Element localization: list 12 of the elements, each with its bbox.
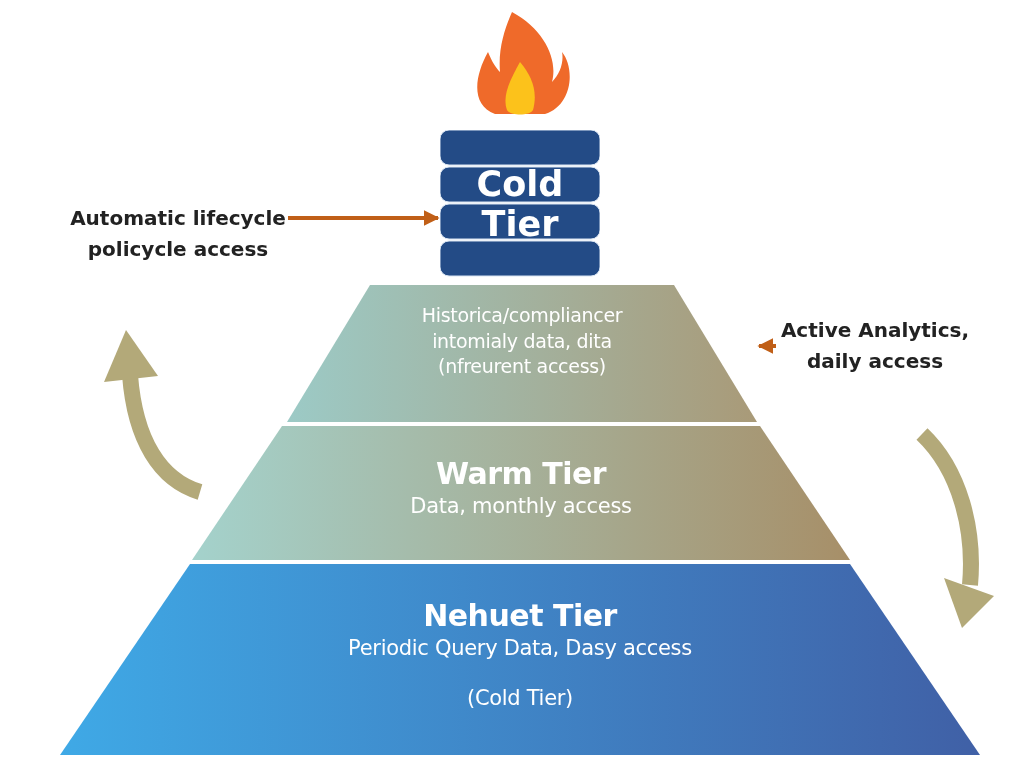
tier-description: Historica/compliancer intomialy data, dita (nfreurent access) — [420, 303, 624, 380]
arrow — [757, 338, 776, 354]
tier-title: Nehuet Tier — [423, 598, 617, 634]
database-stack — [440, 130, 600, 278]
tier-title: Warm Tier — [435, 456, 607, 492]
arrow — [288, 210, 440, 226]
tier-description: Periodic Query Data, Dasy access — [348, 635, 692, 662]
tier-description: Data, monthly access — [410, 493, 632, 520]
side-label-text: Active Analytics, daily access — [779, 317, 971, 375]
side-label-text: Automatic lifecycle policycle access — [69, 205, 287, 263]
tier-label: Cold Tier — [475, 163, 565, 245]
tier-description: (Cold Tier) — [467, 685, 573, 713]
